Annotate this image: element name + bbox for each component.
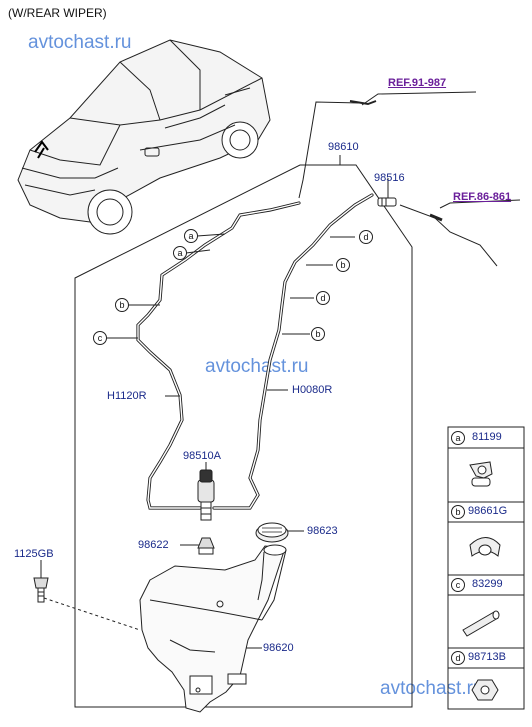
part-label-bolt[interactable]: 1125GB (14, 548, 54, 560)
ref-top-link[interactable]: REF.91-987 (388, 77, 447, 89)
hose-to-rear-line (298, 101, 361, 199)
part-label-pump[interactable]: 98510A (183, 450, 221, 462)
part-label-grommet[interactable]: 98622 (138, 539, 169, 551)
nozzle-part (377, 197, 397, 207)
watermark-bottom: avtochast.ru (380, 678, 484, 699)
legend-table-frame (447, 426, 525, 710)
legend-d-letter: d (451, 651, 465, 665)
legend-c-part[interactable]: 83299 (472, 578, 503, 590)
hose-holder-icon (471, 679, 499, 701)
grommet-part (197, 537, 215, 555)
legend-b-letter: b (451, 505, 465, 519)
watermark-top: avtochast.ru (28, 32, 132, 53)
callout-c: c (93, 331, 107, 345)
hose-left-path (136, 201, 301, 510)
part-label-hose-right[interactable]: H0080R (292, 384, 333, 396)
legend-c-letter: c (451, 578, 465, 592)
callout-b-right-lower: b (311, 327, 325, 341)
hose-right-path (212, 193, 374, 510)
pump-part (197, 469, 215, 521)
joint-top (349, 100, 377, 106)
part-label-cap[interactable]: 98623 (307, 525, 338, 537)
ref-right-leader (439, 199, 521, 209)
callout-d-upper: d (359, 230, 373, 244)
hose-sleeve-icon (462, 610, 500, 637)
reservoir-part (139, 544, 287, 713)
ref-top-leader (361, 91, 477, 106)
cap-part (255, 522, 289, 543)
car-illustration (17, 39, 271, 235)
ref-right-link[interactable]: REF.86-861 (453, 191, 512, 203)
callout-d-lower: d (316, 291, 330, 305)
legend-a-part[interactable]: 81199 (472, 431, 502, 443)
connector-right (429, 213, 443, 222)
part-label-reservoir[interactable]: 98620 (263, 642, 294, 654)
legend-d-part[interactable]: 98713B (468, 651, 506, 663)
callout-b-right-upper: b (336, 258, 350, 272)
hose-to-ref-right (399, 204, 498, 267)
hose-clamp-icon (469, 537, 501, 557)
part-label-hose-left[interactable]: H1120R (107, 390, 147, 402)
assembly-boundary (74, 164, 413, 708)
callout-b-left: b (115, 298, 129, 312)
part-label-assembly[interactable]: 98610 (328, 141, 359, 153)
callout-a-upper: a (184, 229, 198, 243)
bolt-part (33, 560, 141, 631)
legend-b-part[interactable]: 98661G (468, 505, 508, 517)
header-note: (W/REAR WIPER) (8, 6, 107, 20)
callout-a-lower: a (173, 246, 187, 260)
watermark-middle: avtochast.ru (205, 356, 309, 377)
clip-icon (469, 461, 493, 487)
part-label-nozzle[interactable]: 98516 (374, 172, 405, 184)
legend-a-letter: a (451, 431, 465, 445)
